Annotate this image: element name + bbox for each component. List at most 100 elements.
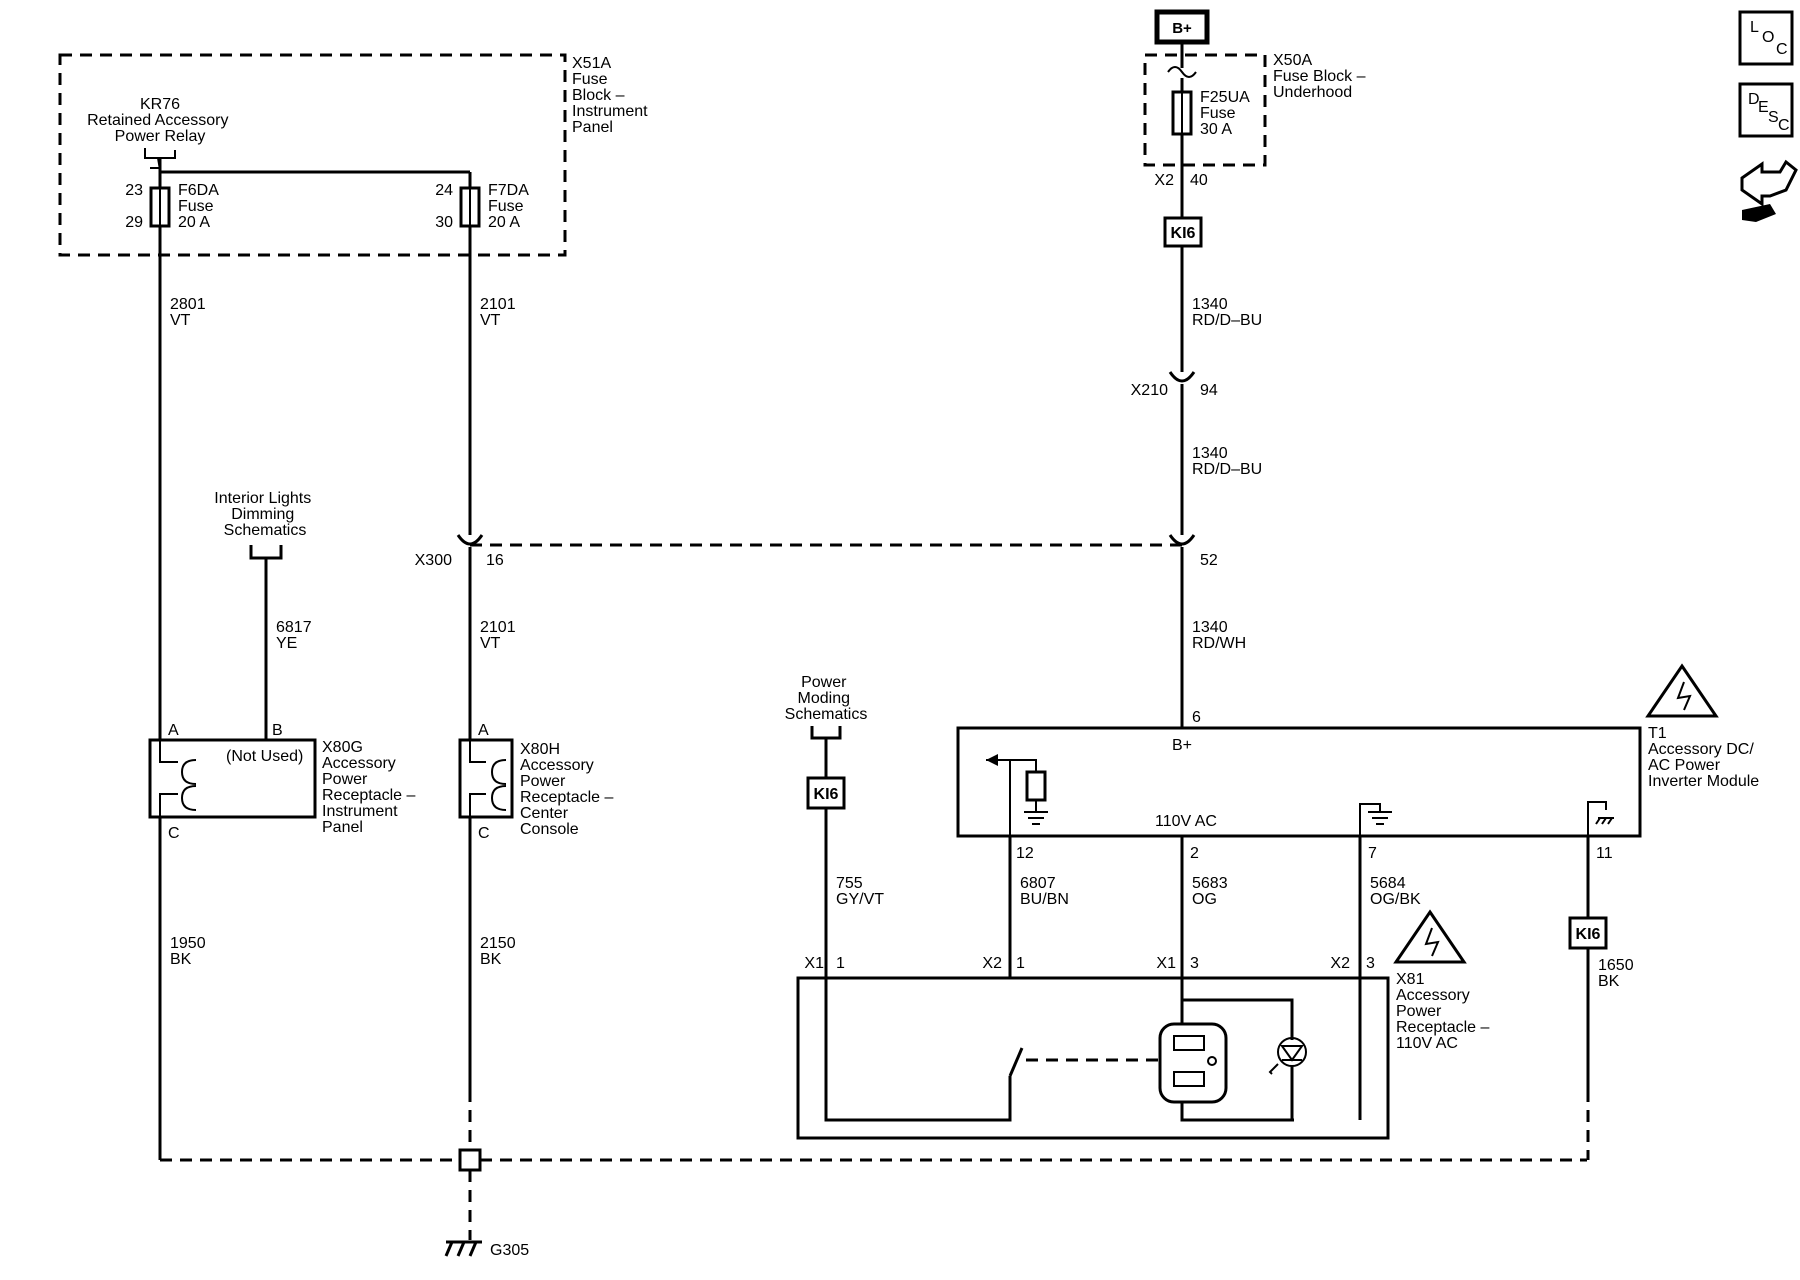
receptacle-x81-internals <box>824 978 1362 1122</box>
pin-label: 1 <box>1016 955 1025 972</box>
fuse-block-underhood-label: Fuse Block – Underhood <box>1273 68 1370 101</box>
wire-6817-label: 6817 YE <box>276 619 316 652</box>
pin-label: A <box>478 722 489 739</box>
ground-icon <box>444 1240 482 1257</box>
wire-2101-lower-label: 2101 VT <box>480 619 520 652</box>
pin-label: 52 <box>1200 552 1218 569</box>
connector-x300-right <box>1168 534 1196 546</box>
fuse-block-ip-label: Fuse Block – Instrument Panel <box>572 71 652 136</box>
wire-2101-upper-label: 2101 VT <box>480 296 520 329</box>
connector-label: X2 <box>1330 955 1350 972</box>
wire-2801-label: 2801 VT <box>170 296 210 329</box>
high-voltage-warning-icon <box>1645 663 1719 718</box>
inverter-ac-label: 110V AC <box>1155 813 1217 830</box>
receptacle-x80h-ref: X80H <box>520 741 560 758</box>
pin-label: 30 <box>435 214 453 231</box>
inverter-label: Accessory DC/ AC Power Inverter Module <box>1648 741 1759 790</box>
pin-label: 16 <box>486 552 504 569</box>
pin-label: C <box>168 825 180 842</box>
connector-label: X2 <box>982 955 1002 972</box>
relay-label: Retained Accessory Power Relay <box>87 112 233 145</box>
receptacle-contacts-icon <box>469 740 507 817</box>
interior-lights-reference[interactable]: Interior Lights Dimming Schematics <box>214 490 315 539</box>
wire-5684-label: 5684 OG/BK <box>1370 875 1421 908</box>
pin-label: 7 <box>1368 845 1377 862</box>
fuse-block-underhood-outline <box>1143 53 1267 167</box>
fuse-block-ip-outline <box>58 53 567 257</box>
fuse-f25ua-label: F25UA Fuse 30 A <box>1200 89 1253 138</box>
connector-label: X1 <box>804 955 824 972</box>
wire-1950-label: 1950 BK <box>170 935 210 968</box>
desc-letter: S <box>1768 109 1779 126</box>
loc-letter: O <box>1762 29 1774 46</box>
fusible-link-symbol <box>1167 66 1197 78</box>
pin-label: 11 <box>1596 845 1613 862</box>
pin-label: 40 <box>1190 172 1208 189</box>
connector-end-view-icon[interactable] <box>1740 159 1798 222</box>
ground-ref: G305 <box>490 1242 529 1259</box>
pin-label: 24 <box>435 182 453 199</box>
wire-1340-lower-label: 1340 RD/WH <box>1192 619 1246 652</box>
fuse-f7da-label: F7DA Fuse 20 A <box>488 182 532 231</box>
receptacle-contacts-icon <box>159 740 197 817</box>
connector-x210-symbol <box>1168 371 1196 383</box>
wire-5683-label: 5683 OG <box>1192 875 1232 908</box>
connector-label: X1 <box>1156 955 1176 972</box>
ki6-label: KI6 <box>1576 926 1601 943</box>
pin-label: 94 <box>1200 382 1218 399</box>
pin-label: 29 <box>125 214 143 231</box>
high-voltage-warning-icon <box>1393 909 1467 964</box>
receptacle-x80h <box>458 738 514 819</box>
fuse-block-ip-ref: X51A <box>572 55 611 72</box>
reference-bracket <box>249 545 283 560</box>
not-used-note: (Not Used) <box>226 748 303 765</box>
receptacle-x80g <box>148 738 317 819</box>
desc-letter: D <box>1748 91 1760 108</box>
wire-1340-middle-label: 1340 RD/D–BU <box>1192 445 1262 478</box>
pin-label: 3 <box>1190 955 1199 972</box>
connector-x300-left <box>456 534 484 546</box>
connector-x210-ref: X210 <box>1131 382 1168 399</box>
receptacle-x81-label: Accessory Power Receptacle – 110V AC <box>1396 987 1494 1052</box>
connector-x300-ref: X300 <box>415 552 452 569</box>
wire-755-label: 755 GY/VT <box>836 875 884 908</box>
connector-label: X2 <box>1154 172 1174 189</box>
wire-6807-label: 6807 BU/BN <box>1020 875 1069 908</box>
loc-letter: L <box>1750 19 1759 36</box>
fuse-f6da-label: F6DA Fuse 20 A <box>178 182 222 231</box>
loc-letter: C <box>1776 41 1788 58</box>
ki6-splice-right <box>1568 916 1608 950</box>
reference-bracket <box>810 726 842 740</box>
wire-2150-label: 2150 BK <box>480 935 520 968</box>
fuse-block-underhood-ref: X50A <box>1273 52 1312 69</box>
inverter-bplus-label: B+ <box>1172 737 1192 754</box>
receptacle-x80g-ref: X80G <box>322 739 363 756</box>
ki6-label: KI6 <box>1171 225 1196 242</box>
svg-text:B+: B+ <box>1172 20 1192 37</box>
ground-splice <box>458 1148 482 1172</box>
wire-1340-upper-label: 1340 RD/D–BU <box>1192 296 1262 329</box>
description-view-icon[interactable]: D E S C <box>1738 82 1794 138</box>
pin-label: C <box>478 825 490 842</box>
receptacle-x81-ref: X81 <box>1396 971 1425 988</box>
inverter-internal-circuit <box>986 754 1614 836</box>
pin-label: 6 <box>1192 709 1201 726</box>
pin-label: 12 <box>1016 845 1034 862</box>
pin-label: A <box>168 722 179 739</box>
location-view-icon[interactable]: L O C <box>1738 10 1794 66</box>
inverter-ref: T1 <box>1648 725 1667 742</box>
desc-letter: C <box>1778 117 1790 134</box>
relay-ref: KR76 <box>140 96 180 113</box>
pin-label: B <box>272 722 283 739</box>
pin-label: 1 <box>836 955 845 972</box>
desc-letter: E <box>1758 99 1769 116</box>
pin-label: 2 <box>1190 845 1199 862</box>
inverter-module <box>956 726 1642 838</box>
battery-positive: B+ <box>1154 9 1210 45</box>
receptacle-x81 <box>796 976 1390 1140</box>
pin-label: 3 <box>1366 955 1375 972</box>
wire-1650-label: 1650 BK <box>1598 957 1638 990</box>
receptacle-x80h-label: Accessory Power Receptacle – Center Cons… <box>520 757 618 838</box>
power-moding-reference[interactable]: Power Moding Schematics <box>785 674 868 723</box>
